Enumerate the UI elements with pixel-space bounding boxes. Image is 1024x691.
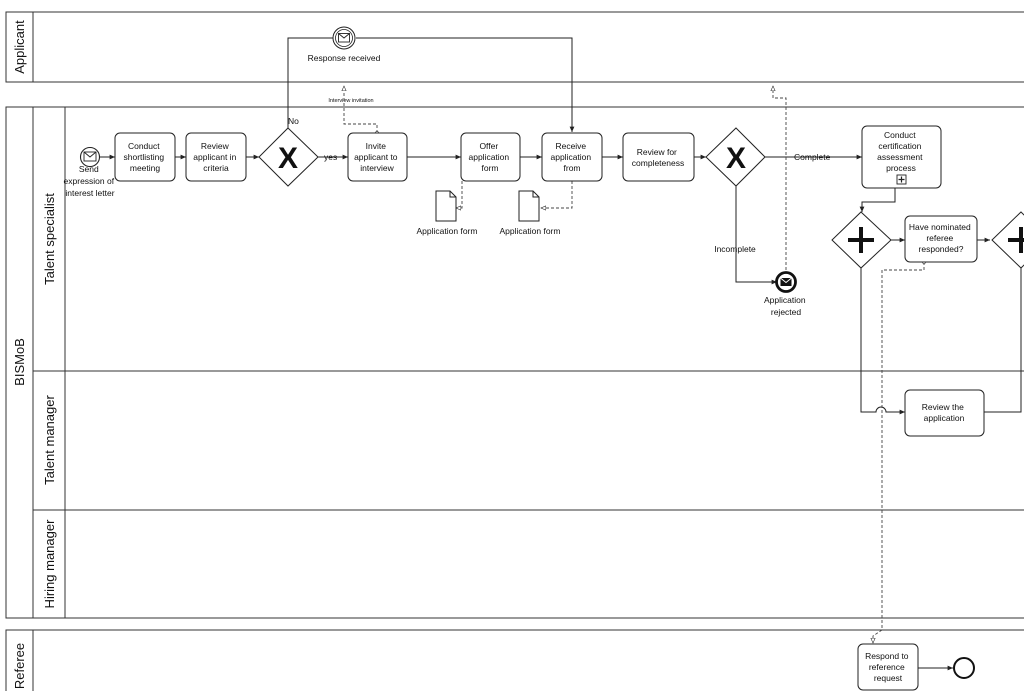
end-event-referee[interactable] — [953, 657, 975, 679]
task-review-completeness[interactable]: Review for completeness — [622, 132, 695, 182]
expand-subprocess-icon[interactable] — [896, 174, 907, 185]
task-conduct-shortlisting[interactable]: Conduct shortlisting meeting — [114, 132, 176, 182]
task-label: Conduct certification assessment process — [877, 130, 925, 173]
exclusive-gateway-icon: X — [278, 142, 298, 175]
flow-label-no: No — [288, 116, 299, 126]
flow-label-yes: yes — [324, 152, 337, 162]
gateway-parallel-join[interactable] — [991, 211, 1024, 269]
data-object-label: Application form — [500, 226, 561, 236]
gateway-exclusive-completeness[interactable]: X — [705, 127, 766, 187]
lane-label-talent-manager: Talent manager — [42, 395, 57, 485]
data-object-application-form-1[interactable]: Application form — [417, 190, 478, 236]
exclusive-gateway-icon: X — [726, 142, 746, 175]
task-respond-reference[interactable]: Respond to reference request — [857, 643, 919, 691]
envelope-icon — [83, 151, 97, 162]
parallel-gateway-icon — [1008, 227, 1024, 253]
pool-label-applicant: Applicant — [12, 20, 27, 74]
parallel-gateway-icon — [848, 227, 874, 253]
task-label: Invite applicant to interview — [354, 141, 400, 173]
flow-label-incomplete: Incomplete — [714, 244, 756, 254]
end-event-label-rejected: Application rejected — [764, 295, 808, 317]
pool-referee: Referee — [5, 629, 1024, 691]
data-object-label: Application form — [417, 226, 478, 236]
task-review-application[interactable]: Review the application — [904, 389, 985, 437]
gateway-exclusive-shortlist[interactable]: X — [258, 127, 319, 187]
task-label: Review for completeness — [632, 147, 684, 168]
task-invite-interview[interactable]: Invite applicant to interview — [347, 132, 408, 182]
task-receive-form[interactable]: Receive application from — [541, 132, 603, 182]
envelope-icon — [338, 33, 350, 43]
document-icon — [518, 190, 540, 222]
task-label: Review the application — [922, 402, 966, 423]
message-flows — [344, 86, 924, 643]
data-object-application-form-2[interactable]: Application form — [500, 190, 561, 236]
task-label: Receive application from — [550, 141, 593, 173]
task-nominated-referee[interactable]: Have nominated referee responded? — [904, 215, 978, 263]
pool-applicant: Applicant — [5, 11, 1024, 83]
start-event-label: Send expression of interest letter — [64, 164, 117, 198]
event-response-received[interactable] — [332, 26, 356, 50]
flow-label-complete: Complete — [794, 152, 831, 162]
subprocess-conduct-certification[interactable]: Conduct certification assessment process — [861, 125, 942, 189]
sequence-flows — [99, 37, 1022, 671]
task-label: Offer application form — [468, 141, 511, 173]
pool-bismob: BISMoB Talent specialist Talent manager … — [5, 106, 1024, 619]
event-label-response-received: Response received — [308, 53, 381, 63]
lane-label-hiring-manager: Hiring manager — [42, 519, 57, 609]
lane-label-talent-specialist: Talent specialist — [42, 193, 57, 285]
end-event-application-rejected[interactable] — [775, 271, 797, 293]
pool-label-bismob: BISMoB — [12, 338, 27, 386]
gateway-parallel-split[interactable] — [831, 211, 892, 269]
task-label: Respond to reference request — [865, 651, 911, 683]
task-offer-form[interactable]: Offer application form — [460, 132, 521, 182]
document-icon — [435, 190, 457, 222]
flow-label-interview-invitation: Interview invitation — [328, 98, 373, 104]
task-label: Conduct shortlisting meeting — [123, 141, 166, 173]
task-label: Review applicant in criteria — [193, 141, 238, 173]
task-label: Have nominated referee responded? — [909, 222, 973, 254]
pool-label-referee: Referee — [12, 643, 27, 689]
envelope-filled-icon — [780, 277, 792, 286]
start-event-send-letter[interactable] — [79, 146, 101, 168]
task-review-criteria[interactable]: Review applicant in criteria — [185, 132, 247, 182]
